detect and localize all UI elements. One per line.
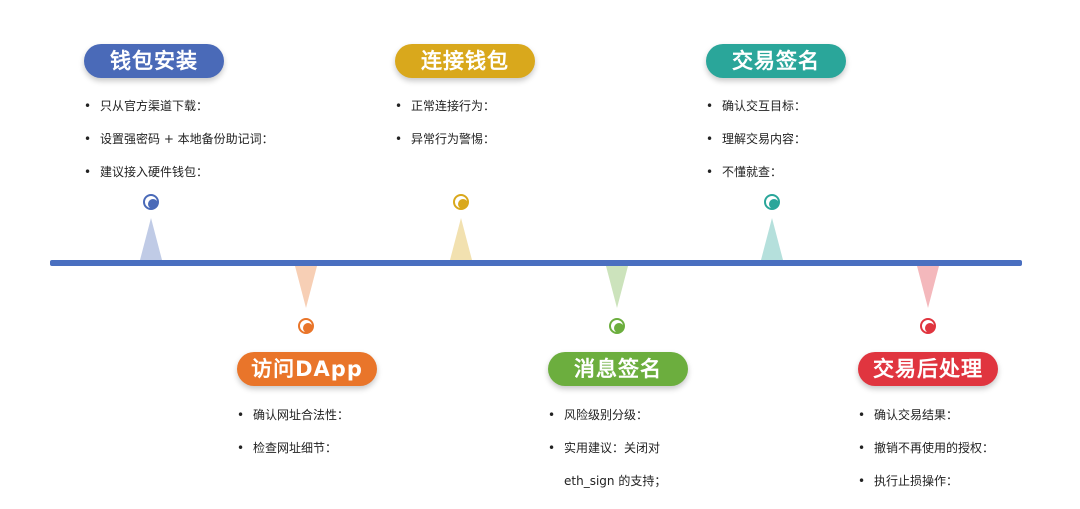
list-item: 撤销不再使用的授权：: [858, 438, 994, 471]
list-item: 正常连接行为：: [395, 96, 495, 129]
list-item: 理解交易内容：: [706, 129, 806, 162]
timeline-marker: [764, 194, 780, 210]
timeline-axis: [50, 260, 1022, 266]
stage-title-pill: 连接钱包: [395, 44, 535, 78]
stage-title-pill: 消息签名: [548, 352, 688, 386]
list-item: 异常行为警惕：: [395, 129, 495, 162]
stage-item-list: 确认交互目标： 理解交易内容： 不懂就查：: [706, 96, 806, 195]
list-item: 设置强密码 + 本地备份助记词：: [84, 129, 274, 162]
stage-title-pill: 访问DApp: [237, 352, 377, 386]
timeline-spike: [450, 218, 472, 260]
stage-title-pill: 钱包安装: [84, 44, 224, 78]
timeline-spike: [606, 266, 628, 308]
timeline-spike: [917, 266, 939, 308]
list-item: 确认交易结果：: [858, 405, 994, 438]
stage-item-list: 确认网址合法性： 检查网址细节：: [237, 405, 349, 471]
list-item: 实用建议：关闭对: [548, 438, 666, 471]
list-item: 确认交互目标：: [706, 96, 806, 129]
timeline-marker: [920, 318, 936, 334]
stage-item-list: 正常连接行为： 异常行为警惕：: [395, 96, 495, 162]
timeline-spike: [295, 266, 317, 308]
stage-title-pill: 交易签名: [706, 44, 846, 78]
list-item: eth_sign 的支持；: [564, 474, 667, 488]
stage-item-list: 风险级别分级： 实用建议：关闭对 eth_sign 的支持；: [548, 405, 666, 504]
stage-item-list: 只从官方渠道下载： 设置强密码 + 本地备份助记词： 建议接入硬件钱包：: [84, 96, 274, 195]
list-item: 不懂就查：: [706, 162, 806, 195]
timeline-marker: [609, 318, 625, 334]
list-item: 风险级别分级：: [548, 405, 666, 438]
timeline-spike: [140, 218, 162, 260]
timeline-marker: [453, 194, 469, 210]
timeline-marker: [298, 318, 314, 334]
timeline-marker: [143, 194, 159, 210]
stage-title-pill: 交易后处理: [858, 352, 998, 386]
list-item: 建议接入硬件钱包：: [84, 162, 274, 195]
list-item: 执行止损操作：: [858, 471, 994, 504]
timeline-spike: [761, 218, 783, 260]
list-item: 检查网址细节：: [237, 438, 349, 471]
stage-item-list: 确认交易结果： 撤销不再使用的授权： 执行止损操作：: [858, 405, 994, 504]
list-item: 确认网址合法性：: [237, 405, 349, 438]
list-item: 只从官方渠道下载：: [84, 96, 274, 129]
